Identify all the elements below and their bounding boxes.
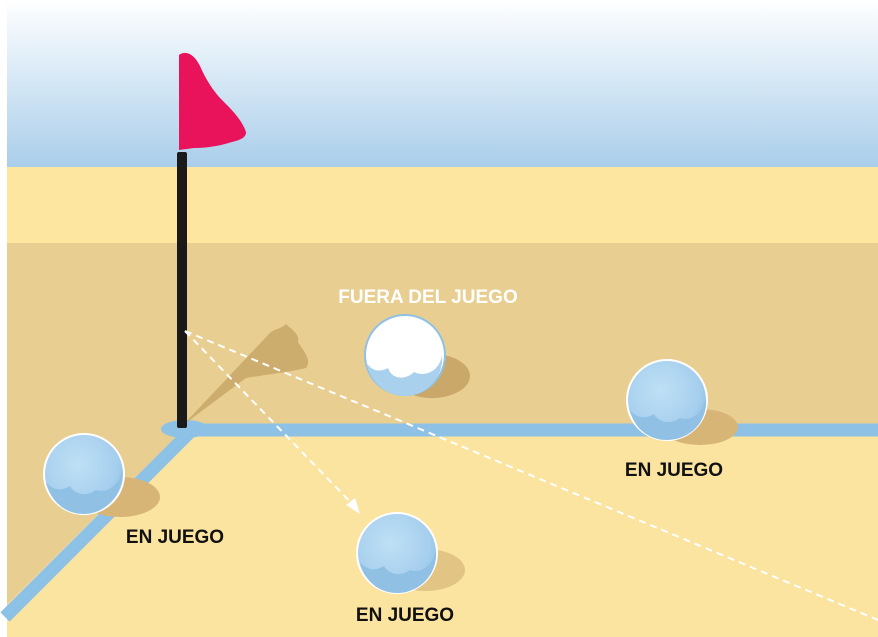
out-of-bounds-sand <box>7 243 878 430</box>
flag-shadow <box>183 324 309 425</box>
trajectory-to-bottom-ball <box>184 330 359 511</box>
corner-spot <box>161 420 209 438</box>
label-in-play-bottom: EN JUEGO <box>356 605 454 626</box>
side-line <box>0 427 195 622</box>
ball-in-play-bottom <box>356 512 438 594</box>
label-out-of-play: FUERA DEL JUEGO <box>338 287 517 308</box>
far-sand <box>7 167 878 245</box>
trajectory-to-right-edge <box>184 330 878 621</box>
ball-in-play-left <box>43 433 125 515</box>
ball-shading <box>360 550 437 593</box>
field-in-play <box>7 430 878 637</box>
sky <box>7 0 878 170</box>
label-in-play-left: EN JUEGO <box>126 527 224 548</box>
ball-in-play-right <box>626 359 708 441</box>
ball-shading <box>630 398 707 440</box>
ball-out-of-play <box>364 314 446 396</box>
label-in-play-right: EN JUEGO <box>625 460 723 481</box>
flag-pole <box>177 152 187 428</box>
trajectory-arrowhead <box>346 498 360 514</box>
ball-shading <box>366 355 443 396</box>
ball-shading <box>46 470 123 514</box>
corner-flag-icon <box>179 52 246 150</box>
